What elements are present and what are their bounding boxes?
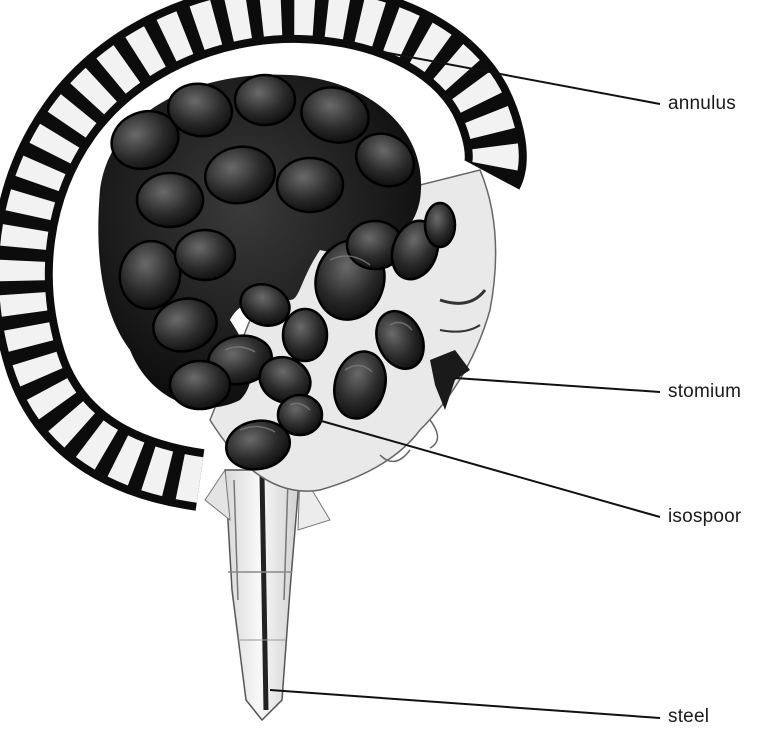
annulus-label: annulus — [668, 94, 736, 113]
stomium-label: stomium — [668, 382, 741, 401]
stalk — [205, 470, 330, 720]
steel-label: steel — [668, 707, 709, 726]
steel-leader — [270, 690, 660, 718]
stomium-leader — [455, 378, 660, 392]
isospoor-label: isospoor — [668, 507, 741, 526]
